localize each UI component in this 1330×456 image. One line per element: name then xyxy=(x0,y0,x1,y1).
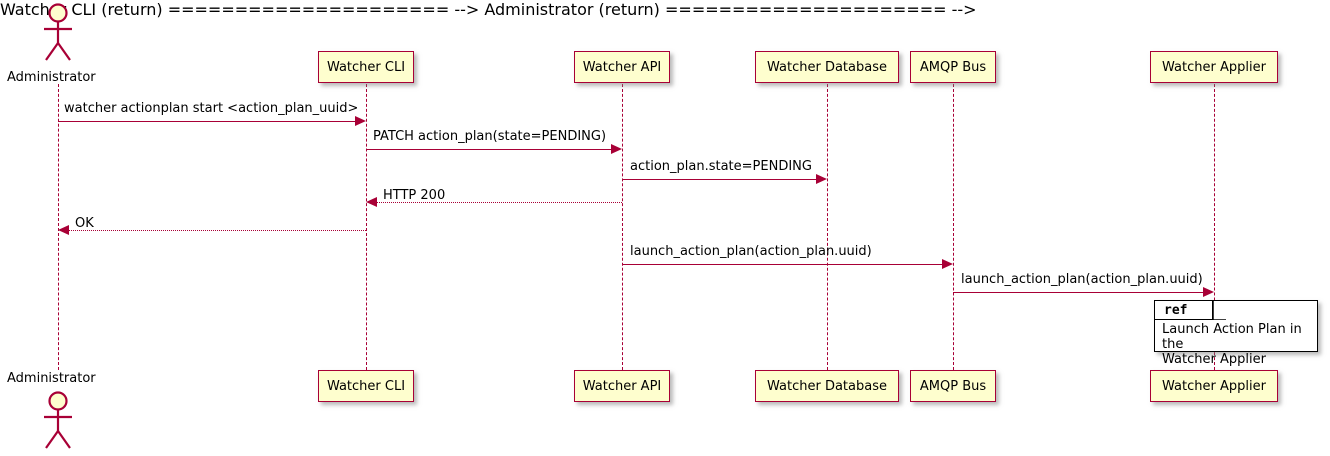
message-line-7 xyxy=(953,292,1204,293)
message-line-2 xyxy=(366,149,612,150)
message-line-5 xyxy=(69,230,366,231)
message-arrowhead-6 xyxy=(942,259,953,269)
lifeline-watcher-database xyxy=(827,84,828,370)
message-line-3 xyxy=(622,179,817,180)
ref-fragment-tab-corner-icon xyxy=(1213,301,1226,320)
message-line-1 xyxy=(58,121,356,122)
participant-amqp-bus-top[interactable]: AMQP Bus xyxy=(910,51,996,83)
message-label-6: launch_action_plan(action_plan.uuid) xyxy=(630,244,872,259)
ref-fragment-text: Launch Action Plan in the Watcher Applie… xyxy=(1162,322,1302,367)
participant-amqp-bus-bottom[interactable]: AMQP Bus xyxy=(910,370,996,402)
message-label-2: PATCH action_plan(state=PENDING) xyxy=(373,129,607,144)
message-arrowhead-5 xyxy=(58,225,69,235)
ref-fragment[interactable]: ref Launch Action Plan in the Watcher Ap… xyxy=(1154,300,1318,367)
lifeline-watcher-applier xyxy=(1214,84,1215,370)
message-arrowhead-3 xyxy=(816,174,827,184)
message-arrowhead-1 xyxy=(355,116,366,126)
actor-icon xyxy=(44,3,72,61)
lifeline-amqp-bus xyxy=(953,84,954,370)
message-label-7: launch_action_plan(action_plan.uuid) xyxy=(961,272,1203,287)
actor-label-administrator-bottom: Administrator xyxy=(7,371,96,386)
message-arrowhead-4 xyxy=(366,197,377,207)
message-line-6 xyxy=(622,264,943,265)
participant-watcher-api-top[interactable]: Watcher API xyxy=(574,51,670,83)
actor-administrator-top xyxy=(34,2,82,64)
participant-watcher-api-bottom[interactable]: Watcher API xyxy=(574,370,670,402)
message-arrowhead-2 xyxy=(611,144,622,154)
message-label-1: watcher actionplan start <action_plan_uu… xyxy=(64,101,359,116)
ref-fragment-tab: ref xyxy=(1155,301,1213,320)
message-line-4 xyxy=(377,202,622,203)
participant-watcher-cli-bottom[interactable]: Watcher CLI xyxy=(318,370,414,402)
participant-watcher-applier-top[interactable]: Watcher Applier xyxy=(1150,51,1278,83)
message-arrowhead-7 xyxy=(1203,287,1214,297)
message-label-4: HTTP 200 xyxy=(383,188,446,203)
actor-administrator-bottom xyxy=(34,390,82,452)
message-label-3: action_plan.state=PENDING xyxy=(630,159,812,174)
ref-fragment-tab-label: ref xyxy=(1164,303,1188,318)
participant-watcher-cli-top[interactable]: Watcher CLI xyxy=(318,51,414,83)
participant-watcher-database-top[interactable]: Watcher Database xyxy=(755,51,899,83)
participant-watcher-database-bottom[interactable]: Watcher Database xyxy=(755,370,899,402)
actor-label-administrator-top: Administrator xyxy=(7,70,96,85)
actor-icon xyxy=(44,391,72,449)
message-label-5: OK xyxy=(75,216,94,231)
lifeline-watcher-cli xyxy=(366,84,367,370)
participant-watcher-applier-bottom[interactable]: Watcher Applier xyxy=(1150,370,1278,402)
lifeline-watcher-api xyxy=(622,84,623,370)
